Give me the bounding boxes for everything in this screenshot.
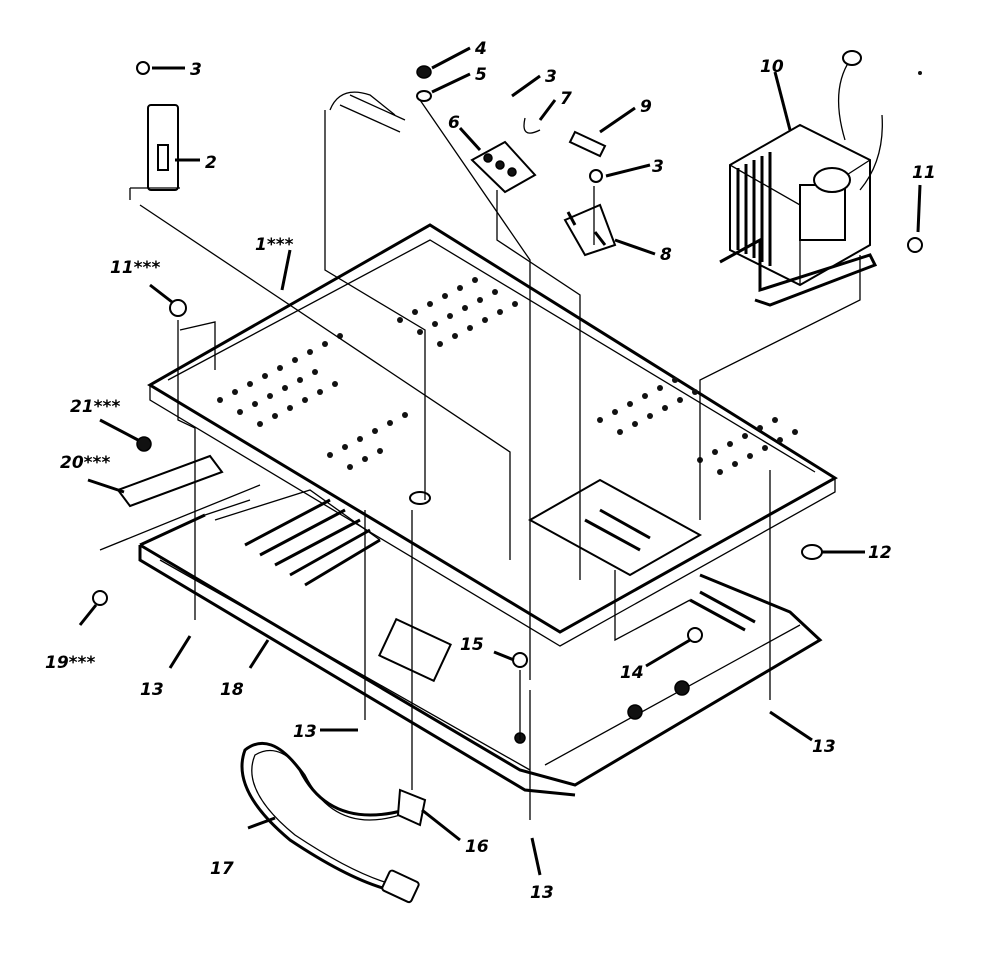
vent-holes bbox=[217, 277, 798, 475]
nut-11-star bbox=[169, 299, 187, 317]
label-part-4: 4 bbox=[474, 39, 487, 59]
assembly-leader-lines bbox=[99, 99, 861, 820]
screw-15 bbox=[512, 652, 528, 668]
screw-12 bbox=[801, 544, 823, 560]
screw-14 bbox=[687, 627, 703, 643]
label-part-21: 21*** bbox=[70, 397, 120, 417]
label-part-12: 12 bbox=[868, 543, 892, 563]
base-pan bbox=[138, 489, 823, 797]
part-labels: 3 2 1*** 4 5 3 7 6 9 3 8 10 11 11*** 21*… bbox=[45, 39, 936, 903]
clamp-7 bbox=[523, 117, 541, 134]
label-part-13d: 13 bbox=[530, 883, 554, 903]
label-part-10: 10 bbox=[760, 57, 784, 77]
label-part-5: 5 bbox=[475, 65, 487, 85]
transformer bbox=[719, 50, 883, 307]
sleeve-tube bbox=[568, 130, 607, 158]
label-part-15: 15 bbox=[460, 635, 484, 655]
label-part-7: 7 bbox=[560, 89, 572, 109]
label-part-18: 18 bbox=[220, 680, 244, 700]
label-part-1: 1*** bbox=[255, 235, 294, 255]
switch-bracket bbox=[129, 61, 180, 200]
washer-5 bbox=[416, 90, 432, 102]
label-part-2: 2 bbox=[205, 153, 217, 173]
washer-21 bbox=[136, 436, 152, 452]
label-part-13a: 13 bbox=[140, 680, 164, 700]
label-part-3a: 3 bbox=[190, 60, 202, 80]
bracket-20 bbox=[116, 454, 224, 508]
label-part-19: 19*** bbox=[45, 653, 95, 673]
callout-arrows bbox=[78, 46, 922, 876]
label-part-9: 9 bbox=[640, 97, 652, 117]
label-part-13b: 13 bbox=[293, 722, 317, 742]
terminal-block bbox=[470, 140, 537, 194]
label-part-3c: 3 bbox=[652, 157, 664, 177]
label-part-3b: 3 bbox=[545, 67, 557, 87]
heatsink-fins bbox=[214, 489, 381, 587]
label-part-8: 8 bbox=[660, 245, 672, 265]
nut-4 bbox=[416, 65, 432, 79]
label-part-13c: 13 bbox=[812, 737, 836, 757]
label-part-11-star: 11*** bbox=[110, 258, 160, 278]
clip-bracket bbox=[563, 203, 617, 257]
label-part-20: 20*** bbox=[60, 453, 110, 473]
nut-11 bbox=[907, 237, 923, 253]
chassis-plate bbox=[147, 223, 838, 647]
speck bbox=[918, 71, 922, 75]
screw-3c bbox=[589, 169, 603, 183]
screw-19 bbox=[92, 590, 108, 606]
label-part-17: 17 bbox=[210, 859, 234, 879]
wire-harness bbox=[329, 91, 406, 133]
power-cord bbox=[240, 741, 427, 904]
label-part-16: 16 bbox=[465, 837, 489, 857]
label-part-14: 14 bbox=[620, 663, 644, 683]
label-part-6: 6 bbox=[448, 113, 460, 133]
label-part-11: 11 bbox=[912, 163, 936, 183]
